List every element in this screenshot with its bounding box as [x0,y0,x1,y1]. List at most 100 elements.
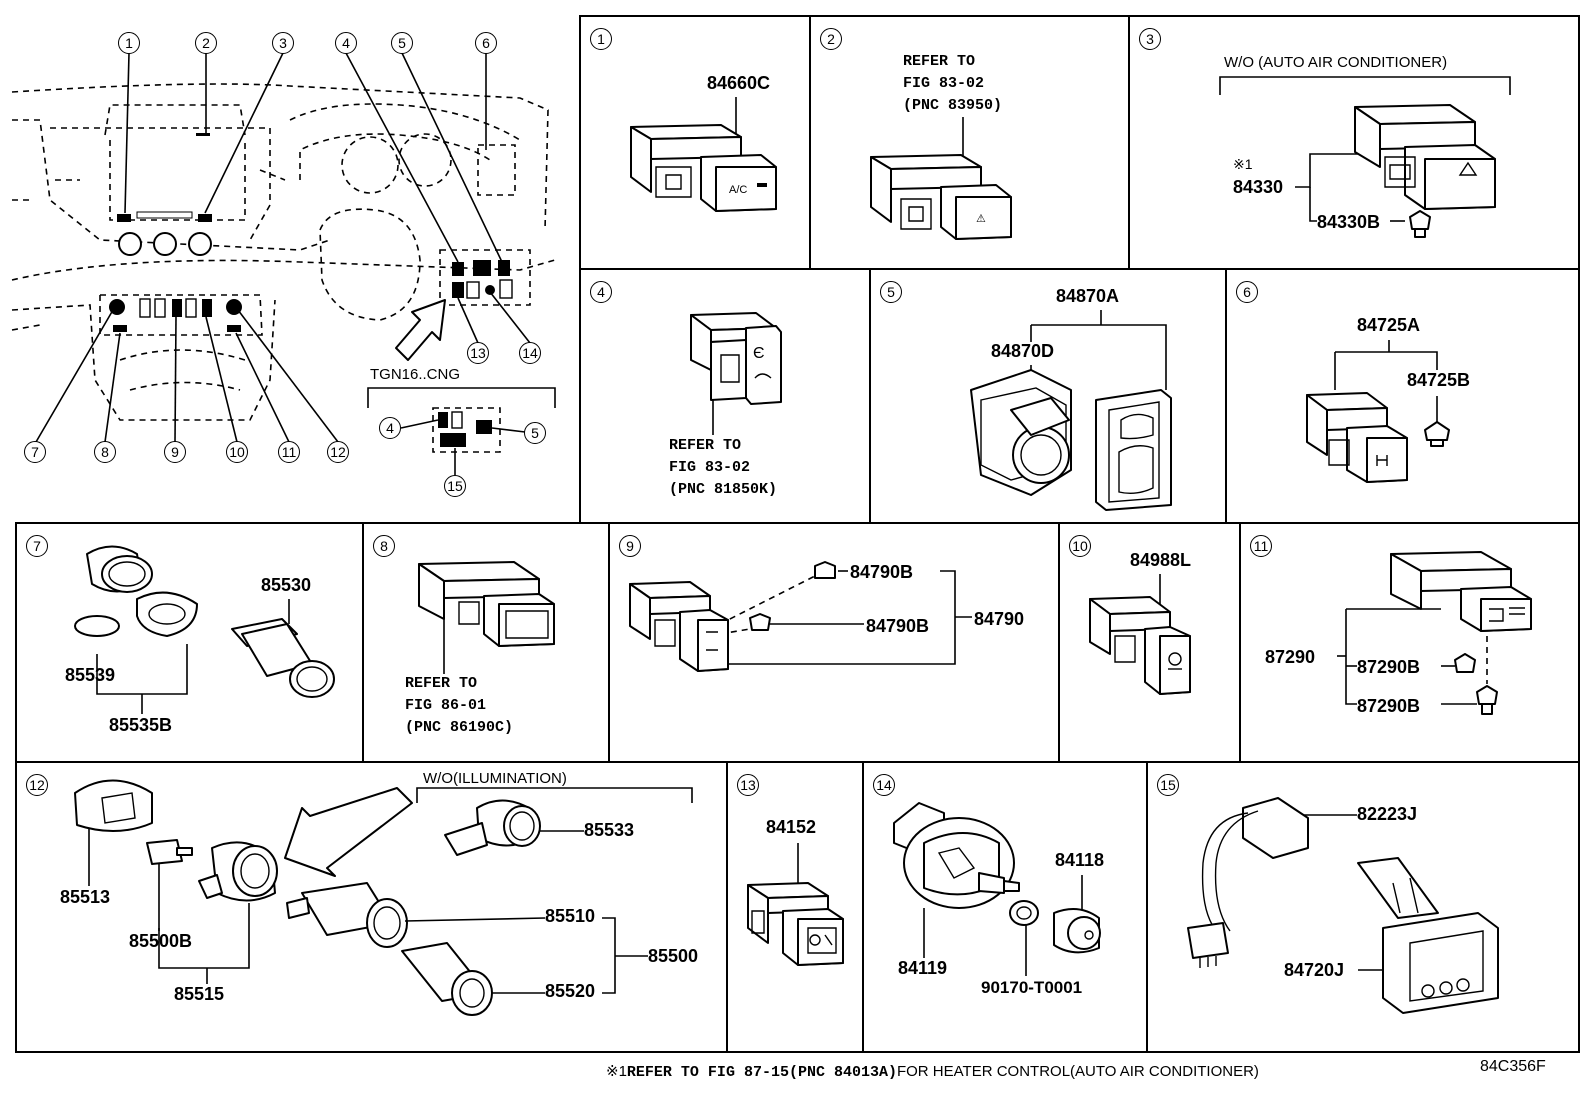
part-number-85520: 85520 [545,981,596,1001]
cigarette-lighter-85500-drawing [74,779,693,1016]
overview-callout-12: 12 [327,441,349,463]
overview-callout-13: 13 [467,342,489,364]
part-number-84119: 84119 [898,958,948,978]
cell-7: 7 85530 85539 85535B [15,522,364,763]
cell-9: 9 84790B 84790B 84790 [608,522,1060,763]
overview-callout-8: 8 [94,441,116,463]
refer-to-fig-83-02-81850k: REFER TO FIG 83-02 (PNC 81850K) [669,437,778,498]
part-number-85515: 85515 [174,984,225,1004]
switch-84790-drawing [629,561,972,672]
svg-text:Є: Є [753,345,765,362]
cell-number: 11 [1250,535,1272,557]
part-number-84790: 84790 [974,609,1025,629]
part-number-84330: 84330 [1233,177,1284,197]
part-number-85530: 85530 [261,575,312,595]
overview-callout-6: 6 [475,32,497,54]
part-number-85500: 85500 [648,946,699,966]
overview-callout-10: 10 [226,441,248,463]
part-number-87290b-top: 87290B [1357,657,1421,677]
cell-number: 8 [373,535,395,557]
variant-callout-4: 4 [379,417,401,439]
cell-number: 3 [1139,28,1161,50]
part-number-85533: 85533 [584,820,635,840]
cell-number: 7 [26,535,48,557]
footnote-mark: ※1 [606,1063,627,1080]
refer-to-fig-86-01: REFER TO FIG 86-01 (PNC 86190C) [405,675,514,736]
cell-number: 9 [619,535,641,557]
cell-number: 6 [1236,281,1258,303]
part-number-85510: 85510 [545,906,596,926]
part-number-84152: 84152 [766,817,817,837]
part-number-84790b-top: 84790B [850,562,914,582]
part-number-84725a: 84725A [1357,315,1421,335]
part-number-90170-t0001: 90170-T0001 [981,978,1083,997]
part-number-82223j: 82223J [1357,804,1418,824]
cell-2: 2 REFER TO FIG 83-02 (PNC 83950) ⚠ [809,15,1130,270]
variant-callout-15: 15 [444,475,466,497]
part-number-84870a: 84870A [1056,286,1120,306]
overview-callout-9: 9 [164,441,186,463]
cell-15: 15 82223J 84720J [1146,761,1580,1053]
cell-6: 6 84725A 84725B [1225,268,1580,524]
part-number-87290b-bottom: 87290B [1357,696,1421,716]
variant-label: TGN16..CNG [370,366,461,383]
overview-callout-11: 11 [278,441,300,463]
part-number-87290: 87290 [1265,647,1316,667]
part-number-84118: 84118 [1055,850,1105,870]
part-number-84720j: 84720J [1284,960,1345,980]
cell-4: 4 REFER TO FIG 83-02 (PNC 81850K) Є [579,268,871,524]
diagram-code: 84C356F [1480,1058,1546,1075]
socket-85535b-drawing [74,545,335,714]
cell-number: 15 [1157,774,1179,796]
part-number-84660c: 84660C [707,73,771,93]
mirror-switch-84870a-drawing [970,310,1172,511]
overview-callout-4: 4 [335,32,357,54]
overview-callout-5: 5 [391,32,413,54]
footnote-reference: REFER TO FIG 87-15(PNC 84013A) [626,1064,897,1081]
overview-callout-14: 14 [519,342,541,364]
overview-callout-1: 1 [118,32,140,54]
cell-3: 3 W/O (AUTO AIR CONDITIONER) ※1 84330 84… [1128,15,1580,270]
part-number-84330b: 84330B [1317,212,1381,232]
overview-callout-3: 3 [272,32,294,54]
cell-13: 13 84152 [726,761,864,1053]
overview-callout-2: 2 [195,32,217,54]
refer-to-fig-83-02: REFER TO FIG 83-02 (PNC 83950) [903,53,1003,114]
part-number-84870d: 84870D [991,341,1055,361]
condition-wo-illumination: W/O(ILLUMINATION) [423,770,567,787]
footnote-text: FOR HEATER CONTROL(AUTO AIR CONDITIONER) [896,1063,1259,1080]
part-number-85513: 85513 [60,887,111,907]
part-number-84790b-bottom: 84790B [866,616,930,636]
part-number-85539: 85539 [65,665,116,685]
cell-number: 2 [820,28,842,50]
part-number-85500b: 85500B [129,931,193,951]
switch-84152-drawing [747,843,844,966]
dashboard-drawing [11,52,556,475]
condition-wo-auto-ac: W/O (AUTO AIR CONDITIONER) [1224,54,1448,71]
part-number-84988l: 84988L [1130,550,1192,570]
cell-number: 12 [26,774,48,796]
cell-number: 14 [873,774,895,796]
cell-1: 1 84660C A/C [579,15,811,270]
part-number-85535b: 85535B [109,715,173,735]
cell-11: 11 87290 87290B 87290B [1239,522,1580,763]
svg-text:⚠: ⚠ [976,213,986,225]
switch-87290-drawing [1337,551,1532,715]
part-number-84725b: 84725B [1407,370,1471,390]
cell-number: 4 [590,281,612,303]
cell-number: 10 [1069,535,1091,557]
heater-switch-84119-drawing [893,802,1101,976]
footnote: ※1REFER TO FIG 87-15(PNC 84013A)FOR HEAT… [606,1062,1259,1081]
cell-number: 5 [880,281,902,303]
note-mark: ※1 [1233,156,1253,172]
cell-number: 1 [590,28,612,50]
variant-callout-5: 5 [524,422,546,444]
cell-8: 8 REFER TO FIG 86-01 (PNC 86190C) [362,522,610,763]
cell-12: 12 W/O(ILLUMINATION) 85533 85513 85500B … [15,761,728,1053]
switch-84660c-drawing: A/C [630,97,777,212]
svg-text:A/C: A/C [729,184,747,196]
cell-number: 13 [737,774,759,796]
cell-10: 10 84988L [1058,522,1241,763]
dashboard-overview: 1 2 3 4 5 6 7 8 9 10 11 12 13 14 TGN16..… [0,0,570,515]
overview-callout-7: 7 [24,441,46,463]
